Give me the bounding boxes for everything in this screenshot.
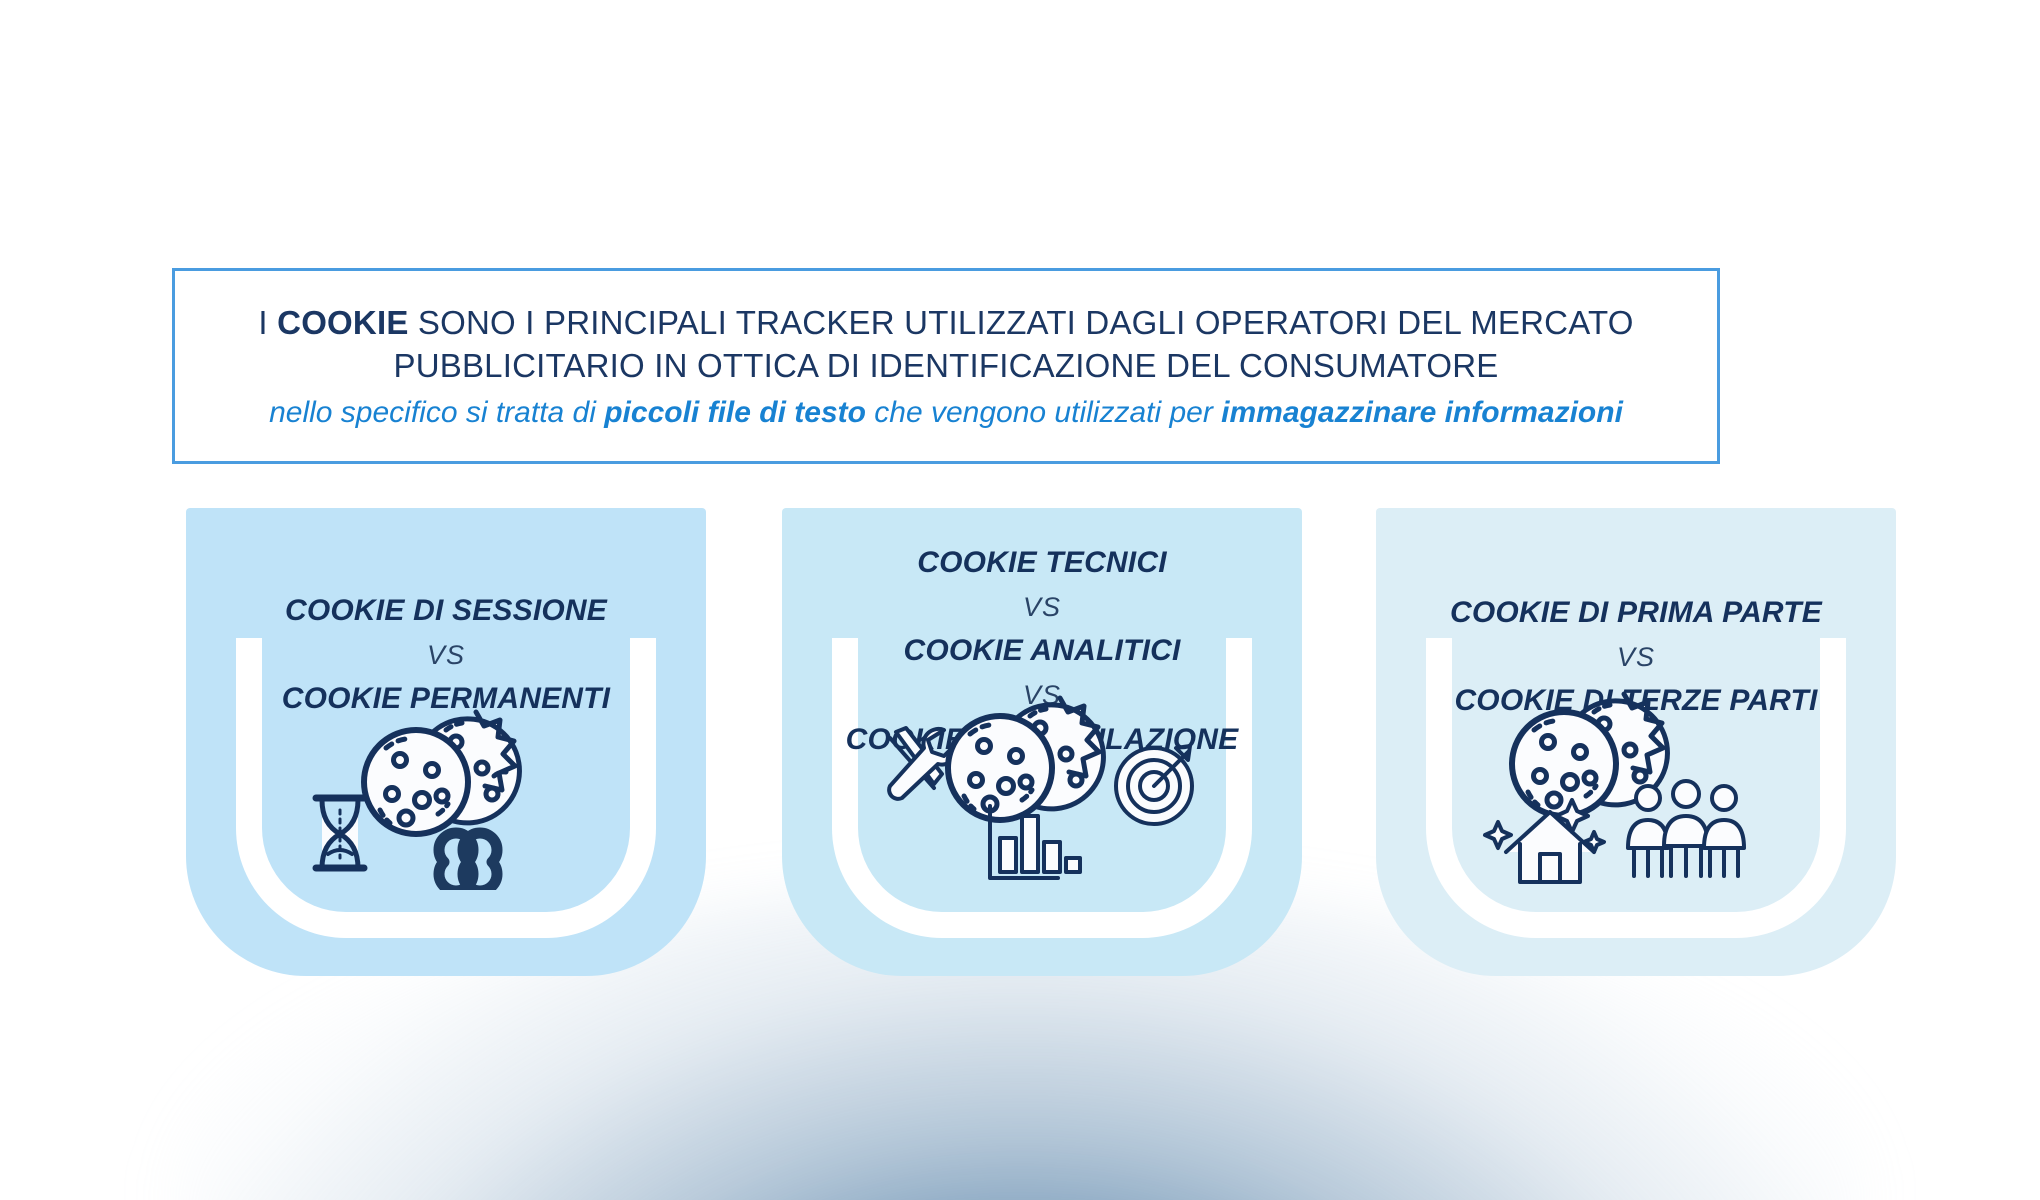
card-technical-analytic-profiling: COOKIE TECNICI VS COOKIE ANALITICI VS CO… [782,508,1302,976]
card-2-title-line1: COOKIE TECNICI [917,546,1167,579]
card-3-title: COOKIE DI PRIMA PARTE VS COOKIE DI TERZE… [1376,590,1896,725]
hourglass-icon [312,794,368,872]
card-2-vs-1: VS [1022,591,1062,622]
tools-icon [887,726,960,801]
header-subline: nello specifico si tratta di piccoli fil… [269,394,1623,432]
headline-bold-cookie: COOKIE [277,303,409,341]
subline-bold-files: piccoli file di testo [604,395,866,429]
card-1-vs: VS [426,639,466,670]
infinity-icon [433,827,503,890]
card-2-icon-group [887,695,1194,880]
subline-middle: che vengono utilizzati per [865,395,1222,429]
people-group-icon [1626,779,1746,878]
header-headline-line2: PUBBLICITARIO IN OTTICA DI IDENTIFICAZIO… [393,346,1499,384]
headline-suffix: SONO I PRINCIPALI TRACKER UTILIZZATI DAG… [408,303,1634,341]
card-1-icons [186,690,706,890]
card-3-icon-group [1483,691,1746,884]
house-icon [1483,798,1606,884]
card-2-icons [782,686,1302,886]
card-1-icon-group [312,709,522,890]
cookies-icon [945,695,1106,823]
cookies-icon [1509,691,1670,819]
subline-prefix: nello specifico si tratta di [269,395,605,429]
card-3-title-line1: COOKIE DI PRIMA PARTE [1449,596,1822,629]
header-headline: I COOKIE SONO I PRINCIPALI TRACKER UTILI… [258,301,1633,344]
target-icon [1114,744,1194,826]
headline-prefix: I [258,303,278,341]
card-1-title: COOKIE DI SESSIONE VS COOKIE PERMANENTI [186,588,706,723]
subline-bold-store: immagazzinare informazioni [1221,395,1623,429]
card-1-title-line2: COOKIE PERMANENTI [281,682,611,716]
card-3-vs: VS [1616,641,1656,672]
bar-chart-icon [988,804,1082,880]
header-banner: I COOKIE SONO I PRINCIPALI TRACKER UTILI… [172,268,1720,464]
card-session-vs-permanent: COOKIE DI SESSIONE VS COOKIE PERMANENTI [186,508,706,976]
card-first-vs-third-party: COOKIE DI PRIMA PARTE VS COOKIE DI TERZE… [1376,508,1896,976]
card-1-title-line1: COOKIE DI SESSIONE [285,594,607,627]
cards-row: COOKIE DI SESSIONE VS COOKIE PERMANENTI [0,508,2040,988]
cookies-icon [361,709,522,837]
card-2-title-line2: COOKIE ANALITICI [903,634,1181,668]
card-3-icons [1376,686,1896,886]
